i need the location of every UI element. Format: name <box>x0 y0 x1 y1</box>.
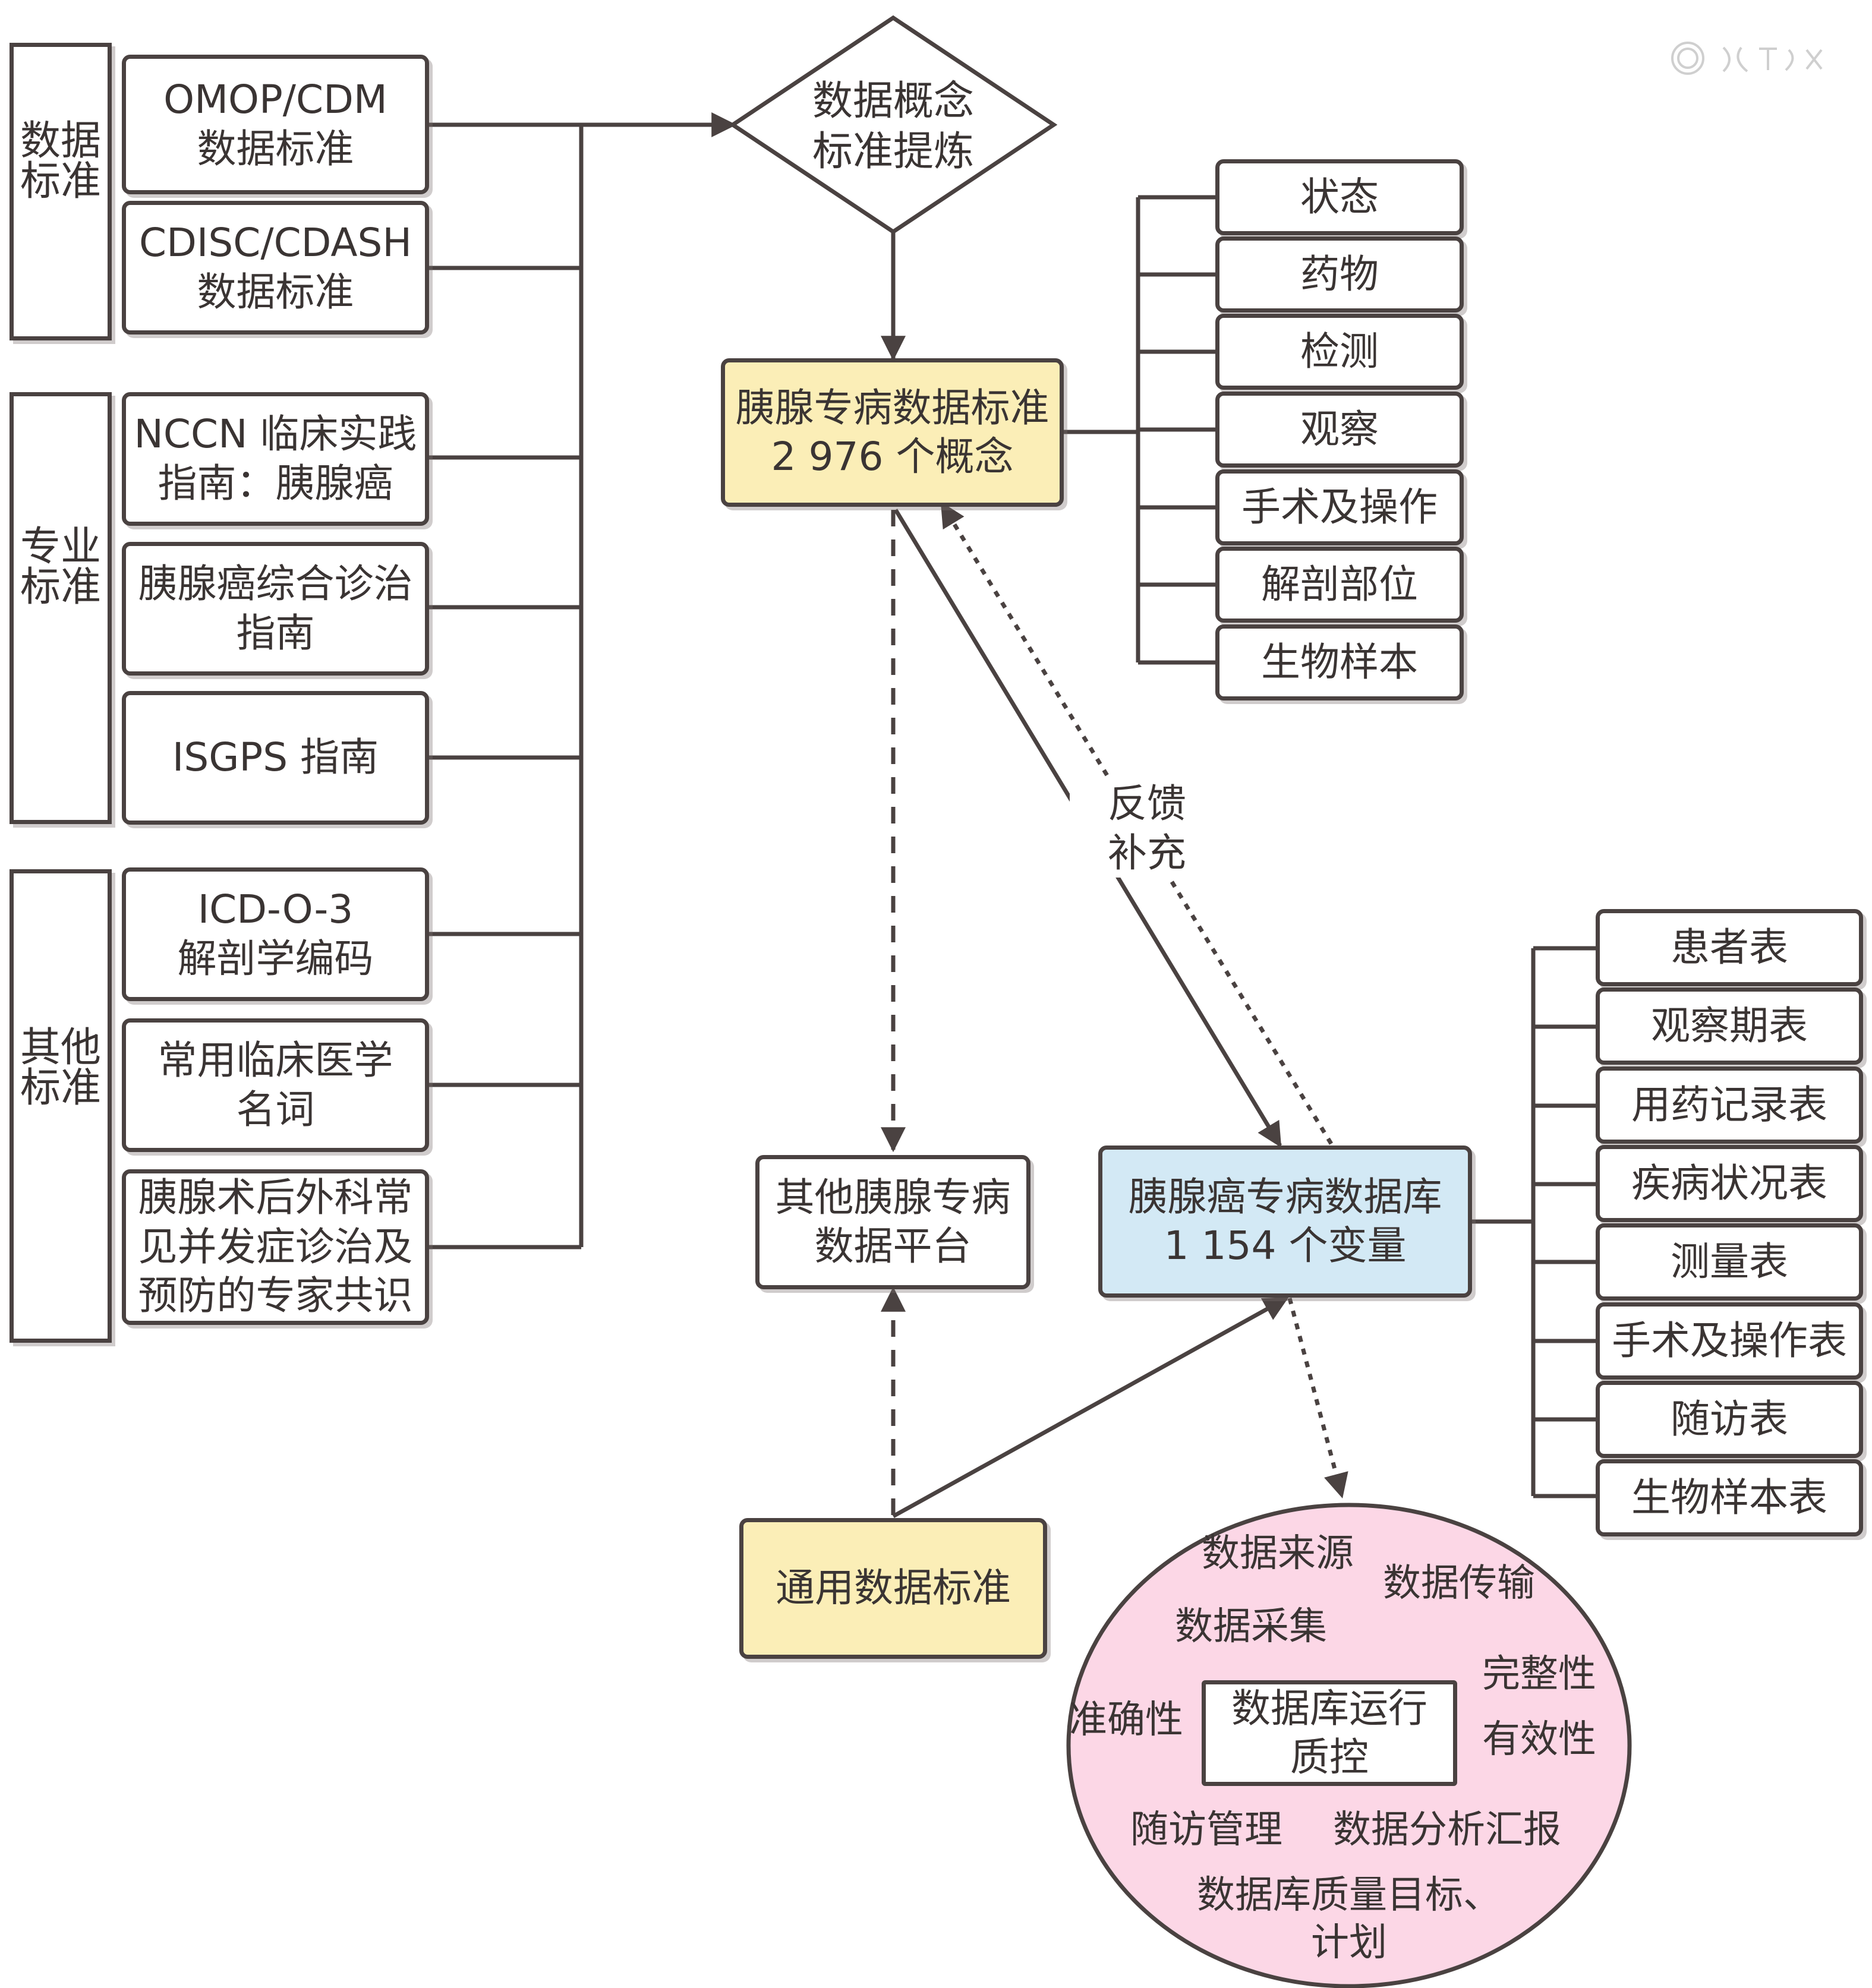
table-measurement[interactable]: 测量表 <box>1596 1223 1863 1301</box>
general-text: 通用数据标准 <box>776 1565 1011 1611</box>
standard-text: CDISC/CDASH 数据标准 <box>138 220 412 315</box>
standard-text: 常用临床医学 名词 <box>157 1037 393 1132</box>
concept-test[interactable]: 检测 <box>1215 314 1464 390</box>
category-data-standards: 数据 标准 <box>10 43 112 340</box>
table-followup[interactable]: 随访表 <box>1596 1381 1863 1458</box>
standard-text: OMOP/CDM 数据标准 <box>163 77 387 172</box>
standard-text: 胰腺专病数据标准 2 976 个概念 <box>735 384 1050 480</box>
standard-omop[interactable]: OMOP/CDM 数据标准 <box>122 55 429 194</box>
standard-text: ICD-O-3 解剖学编码 <box>177 886 374 982</box>
concept-drug[interactable]: 药物 <box>1215 236 1464 313</box>
concept-anatomy[interactable]: 解剖部位 <box>1215 547 1464 623</box>
table-biospecimen[interactable]: 生物样本表 <box>1596 1459 1863 1536</box>
standard-text: 胰腺术后外科常 见并发症诊治及 预防的专家共识 <box>138 1175 413 1319</box>
watermark-logo <box>1671 42 1823 75</box>
category-other-standards: 其他 标准 <box>10 869 112 1343</box>
table-text: 患者表 <box>1671 924 1788 970</box>
table-text: 观察期表 <box>1651 1002 1808 1049</box>
qc-analysis: 数据分析汇报 <box>1333 1808 1561 1852</box>
database-text: 胰腺癌专病数据库 1 154 个变量 <box>1128 1173 1442 1269</box>
general-data-standard[interactable]: 通用数据标准 <box>739 1518 1047 1659</box>
table-text: 测量表 <box>1671 1238 1788 1285</box>
table-text: 随访表 <box>1671 1396 1788 1442</box>
qc-validity: 有效性 <box>1482 1718 1596 1762</box>
qc-center-box[interactable]: 数据库运行 质控 <box>1202 1680 1457 1786</box>
qc-goals: 数据库质量目标、 计划 <box>1197 1873 1501 1965</box>
table-text: 疾病状况表 <box>1631 1160 1827 1206</box>
standard-text: 胰腺癌综合诊治 指南 <box>138 561 413 656</box>
category-professional-standards: 专业 标准 <box>10 392 112 824</box>
qc-data-transfer: 数据传输 <box>1383 1561 1535 1605</box>
table-text: 手术及操作表 <box>1612 1317 1847 1364</box>
concept-procedure[interactable]: 手术及操作 <box>1215 469 1464 545</box>
concept-text: 检测 <box>1300 328 1379 374</box>
concept-text: 药物 <box>1300 251 1379 297</box>
table-procedure[interactable]: 手术及操作表 <box>1596 1302 1863 1380</box>
qc-accuracy: 准确性 <box>1069 1698 1183 1742</box>
standard-pancreatic-guide[interactable]: 胰腺癌综合诊治 指南 <box>122 542 429 676</box>
standard-text: NCCN 临床实践 指南：胰腺癌 <box>134 411 417 506</box>
standard-isgps[interactable]: ISGPS 指南 <box>122 691 429 825</box>
table-drug-record[interactable]: 用药记录表 <box>1596 1066 1863 1144</box>
pancreas-data-standard[interactable]: 胰腺专病数据标准 2 976 个概念 <box>721 358 1064 507</box>
standard-expert-consensus[interactable]: 胰腺术后外科常 见并发症诊治及 预防的专家共识 <box>122 1169 429 1325</box>
qc-followup: 随访管理 <box>1130 1808 1282 1852</box>
concept-text: 解剖部位 <box>1261 561 1418 607</box>
concept-observation[interactable]: 观察 <box>1215 392 1464 468</box>
feedback-label: 反馈 补充 <box>1070 780 1224 878</box>
table-text: 用药记录表 <box>1631 1081 1827 1128</box>
table-text: 生物样本表 <box>1631 1474 1827 1520</box>
standard-clinical-terms[interactable]: 常用临床医学 名词 <box>122 1018 429 1152</box>
platform-text: 其他胰腺专病 数据平台 <box>775 1174 1011 1270</box>
category-label: 专业 标准 <box>20 523 101 611</box>
qc-data-source: 数据来源 <box>1202 1532 1354 1576</box>
concept-text: 手术及操作 <box>1241 484 1438 530</box>
qc-data-collection: 数据采集 <box>1175 1605 1327 1649</box>
arrow-general-to-database <box>892 1296 1289 1519</box>
table-patient[interactable]: 患者表 <box>1596 909 1863 986</box>
standard-cdisc[interactable]: CDISC/CDASH 数据标准 <box>122 201 429 335</box>
standard-nccn[interactable]: NCCN 临床实践 指南：胰腺癌 <box>122 392 429 526</box>
concept-status[interactable]: 状态 <box>1215 159 1464 235</box>
decision-label: 数据概念 标准提炼 <box>812 78 974 175</box>
qc-completeness: 完整性 <box>1482 1652 1596 1696</box>
qc-center-text: 数据库运行 质控 <box>1231 1685 1427 1781</box>
table-condition[interactable]: 疾病状况表 <box>1596 1145 1863 1222</box>
concept-text: 生物样本 <box>1261 639 1418 685</box>
table-observation-period[interactable]: 观察期表 <box>1596 987 1863 1065</box>
concept-biospecimen[interactable]: 生物样本 <box>1215 624 1464 700</box>
standard-icd-o-3[interactable]: ICD-O-3 解剖学编码 <box>122 867 429 1001</box>
arrow-database-to-qc <box>1287 1298 1348 1499</box>
concept-text: 状态 <box>1300 173 1379 220</box>
standard-text: ISGPS 指南 <box>172 734 379 781</box>
pancreatic-cancer-database[interactable]: 胰腺癌专病数据库 1 154 个变量 <box>1098 1146 1472 1298</box>
concept-text: 观察 <box>1300 406 1379 452</box>
other-platform[interactable]: 其他胰腺专病 数据平台 <box>755 1155 1030 1289</box>
category-label: 数据 标准 <box>20 118 101 205</box>
category-label: 其他 标准 <box>20 1024 101 1112</box>
